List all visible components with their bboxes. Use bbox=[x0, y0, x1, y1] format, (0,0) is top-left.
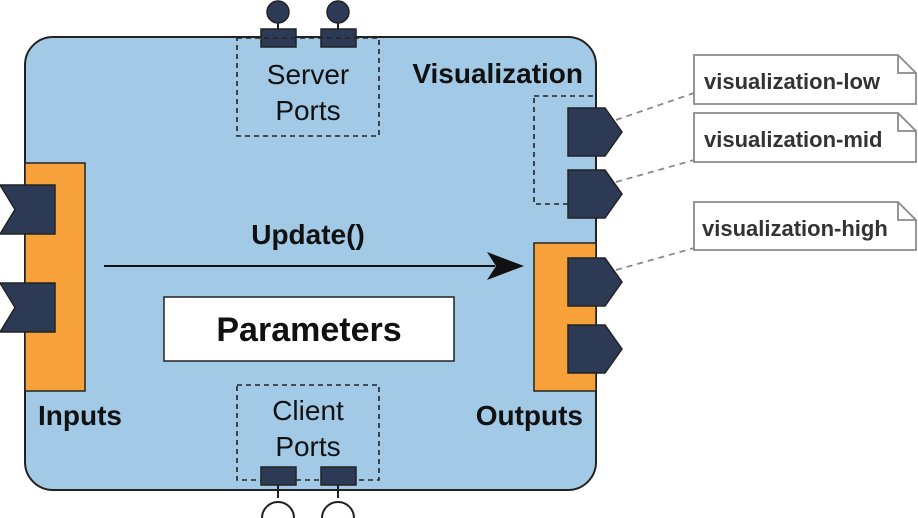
note-mid-text: visualization-mid bbox=[704, 127, 882, 152]
connector-mid bbox=[615, 159, 695, 183]
client-port-socket-1 bbox=[261, 501, 295, 518]
output-port-2 bbox=[567, 324, 623, 374]
note-high-text: visualization-high bbox=[702, 216, 888, 241]
visualization-port-low bbox=[567, 107, 623, 157]
note-high-box bbox=[693, 201, 917, 251]
note-low-fold bbox=[897, 55, 916, 74]
visualization-ports-group bbox=[533, 95, 597, 205]
server-port-knob-2 bbox=[326, 0, 350, 24]
client-port-2 bbox=[320, 466, 357, 486]
client-ports bbox=[260, 466, 357, 518]
client-ports-label-line1: Client bbox=[272, 395, 344, 426]
note-visualization-high: visualization-high bbox=[693, 201, 917, 251]
update-label: Update() bbox=[251, 219, 365, 250]
visualization-label: Visualization bbox=[412, 58, 583, 89]
connector-low bbox=[615, 92, 695, 121]
server-ports-label-line2: Ports bbox=[275, 95, 340, 126]
note-low-box bbox=[693, 54, 917, 105]
server-ports-group bbox=[236, 37, 380, 137]
outputs-label: Outputs bbox=[476, 400, 583, 431]
note-high-fold bbox=[897, 202, 916, 221]
note-visualization-mid: visualization-mid bbox=[693, 112, 917, 163]
note-mid-fold bbox=[897, 113, 916, 132]
visualization-port-mid bbox=[567, 169, 623, 219]
input-port-1 bbox=[0, 184, 56, 235]
server-port-knob-1 bbox=[266, 0, 290, 24]
note-connectors bbox=[615, 92, 695, 271]
note-low-text: visualization-low bbox=[704, 69, 881, 94]
server-ports bbox=[260, 0, 357, 48]
connector-high bbox=[615, 247, 695, 271]
parameters-label: Parameters bbox=[216, 311, 401, 349]
client-port-1 bbox=[260, 466, 297, 486]
output-port-high bbox=[567, 257, 623, 307]
client-ports-group bbox=[236, 384, 380, 481]
inputs-label: Inputs bbox=[38, 400, 122, 431]
note-visualization-low: visualization-low bbox=[693, 54, 917, 105]
client-ports-label-line2: Ports bbox=[275, 431, 340, 462]
parameters-box bbox=[163, 296, 455, 362]
note-mid-box bbox=[693, 112, 917, 163]
input-port-2 bbox=[0, 282, 56, 333]
server-ports-label-line1: Server bbox=[267, 59, 349, 90]
client-port-socket-2 bbox=[321, 501, 355, 518]
update-arrow-head bbox=[487, 252, 524, 280]
